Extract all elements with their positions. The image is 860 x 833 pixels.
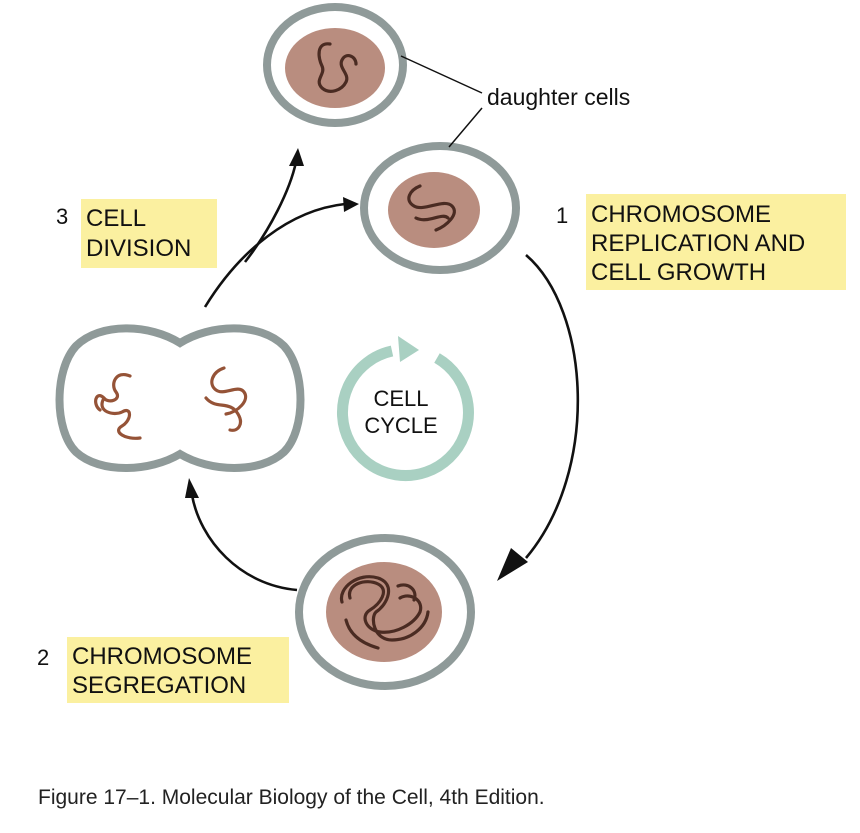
step3-line1: CELL <box>86 205 146 232</box>
cell-cycle-label-line2: CYCLE <box>364 413 437 438</box>
segregated-chromosome-right <box>204 366 248 432</box>
segregated-chromosome-left <box>94 373 142 440</box>
daughter-leader-right <box>448 107 483 148</box>
step2-line2: SEGREGATION <box>72 672 246 699</box>
step1-line1: CHROMOSOME <box>591 201 771 228</box>
bottom-chromosome-1 <box>347 580 423 634</box>
segregation-to-division-arrow <box>185 478 298 592</box>
top-daughter-chromosome <box>317 42 358 93</box>
step2-number: 2 <box>37 645 49 670</box>
figure-caption: Figure 17–1. Molecular Biology of the Ce… <box>38 786 545 809</box>
step3-line2: DIVISION <box>86 235 191 262</box>
bottom-nucleus <box>326 562 442 662</box>
step3-number: 3 <box>56 204 68 229</box>
right-daughter-nucleus <box>388 172 480 248</box>
bottom-chromosome-2 <box>339 575 430 642</box>
growth-to-segregation-arrow <box>497 254 580 581</box>
daughter-leader-top <box>400 55 483 94</box>
step3-highlight <box>81 199 217 268</box>
step2-highlight <box>67 637 289 703</box>
division-branch-arrows <box>203 148 359 308</box>
bottom-cell <box>295 534 475 690</box>
top-daughter-cell <box>263 3 407 127</box>
dividing-cell <box>55 324 305 472</box>
step1-highlight <box>586 194 846 290</box>
step2-line1: CHROMOSOME <box>72 643 252 670</box>
step1-line2: REPLICATION AND <box>591 230 805 257</box>
top-daughter-nucleus <box>285 28 385 108</box>
cell-cycle-arrow-icon <box>336 336 474 482</box>
bottom-chromosome-3 <box>344 583 417 650</box>
right-daughter-cell <box>360 142 520 274</box>
daughter-cells-label: daughter cells <box>487 84 630 110</box>
step1-line3: CELL GROWTH <box>591 259 766 286</box>
step1-number: 1 <box>556 203 568 228</box>
cell-cycle-label-line1: CELL <box>373 386 428 411</box>
right-daughter-chromosome <box>407 184 456 232</box>
